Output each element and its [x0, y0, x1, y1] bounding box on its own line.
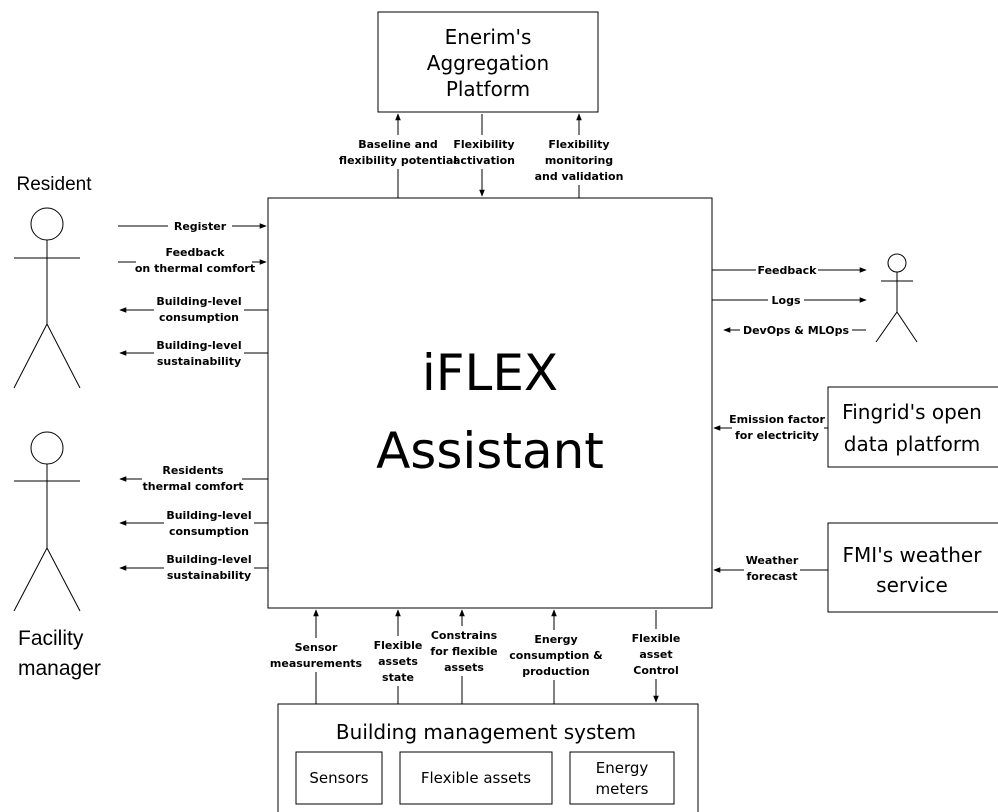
constraints-label-2: for flexible: [430, 645, 497, 658]
energy-cons-label-3: production: [522, 665, 590, 678]
iflex-title-line1: iFLEX: [422, 344, 558, 402]
baseline-label-2: flexibility potential: [339, 154, 457, 167]
weather-label-2: forecast: [747, 570, 798, 583]
enerim-line1: Enerim's: [445, 25, 532, 49]
res-sustainability-label-2: sustainability: [157, 355, 241, 368]
emission-label-2: for electricity: [735, 429, 819, 442]
bms-title: Building management system: [336, 720, 636, 744]
flexible-assets-label: Flexible assets: [421, 769, 531, 787]
fm-thermal-label-2: thermal comfort: [142, 480, 243, 493]
feedback-thermal-label-2: on thermal comfort: [135, 262, 255, 275]
fingrid-line2: data platform: [844, 432, 980, 456]
fm-sustainability-label-1: Building-level: [166, 553, 251, 566]
facility-manager-stick-figure: [13, 431, 81, 612]
energy-meters-label-1: Energy: [596, 759, 649, 777]
constraints-label-3: assets: [444, 661, 484, 674]
energy-cons-label-1: Energy: [534, 633, 577, 646]
weather-label-1: Weather: [746, 554, 799, 567]
flex-state-label-1: Flexible: [374, 639, 423, 652]
fingrid-platform-box: [827, 386, 998, 468]
logs-label: Logs: [772, 294, 801, 307]
baseline-label-1: Baseline and: [358, 138, 438, 151]
res-consumption-label-1: Building-level: [156, 295, 241, 308]
sensor-meas-label-1: Sensor: [295, 641, 338, 654]
flex-control-label-3: Control: [633, 664, 678, 677]
fm-thermal-label-1: Residents: [162, 464, 224, 477]
register-label: Register: [174, 220, 227, 233]
activation-label-2: activation: [453, 154, 515, 167]
facility-manager-label-2: manager: [18, 657, 101, 680]
flex-control-label-2: asset: [639, 648, 672, 661]
emission-label-1: Emission factor: [729, 413, 825, 426]
facility-manager-label-1: Facility: [18, 627, 84, 650]
resident-stick-figure: [13, 207, 81, 389]
iflex-title-line2: Assistant: [376, 422, 604, 480]
fmi-line2: service: [876, 573, 948, 597]
energy-cons-label-2: consumption &: [509, 649, 603, 662]
activation-label-1: Flexibility: [453, 138, 514, 151]
sensors-label: Sensors: [309, 769, 368, 787]
fmi-line1: FMI's weather: [843, 543, 983, 567]
monitoring-label-3: and validation: [535, 170, 624, 183]
energy-meters-label-2: meters: [596, 780, 649, 798]
enerim-line2: Aggregation: [427, 51, 549, 75]
fmi-weather-box: [827, 522, 998, 613]
res-consumption-label-2: consumption: [159, 311, 239, 324]
monitoring-label-2: monitoring: [545, 154, 613, 167]
enerim-line3: Platform: [446, 77, 530, 101]
flexible-assets-box: [399, 751, 553, 805]
fm-sustainability-label-2: sustainability: [167, 569, 251, 582]
flex-state-label-3: state: [382, 671, 414, 684]
devops-label: DevOps & MLOps: [743, 324, 850, 337]
fm-consumption-label-1: Building-level: [166, 509, 251, 522]
developer-stick-figure: [875, 253, 918, 343]
energy-meters-box: [569, 751, 675, 805]
constraints-label-1: Constrains: [431, 629, 498, 642]
sensor-meas-label-2: measurements: [270, 657, 363, 670]
enerim-platform-box: [377, 11, 599, 113]
flex-control-label-1: Flexible: [632, 632, 681, 645]
res-sustainability-label-1: Building-level: [156, 339, 241, 352]
iflex-assistant-box: [267, 197, 713, 609]
sensors-box: [295, 751, 383, 805]
monitoring-label-1: Flexibility: [548, 138, 609, 151]
fingrid-line1: Fingrid's open: [842, 400, 982, 424]
feedback-thermal-label-1: Feedback: [166, 246, 226, 259]
flex-state-label-2: assets: [378, 655, 418, 668]
feedback-label: Feedback: [758, 264, 818, 277]
fm-consumption-label-2: consumption: [169, 525, 249, 538]
resident-label: Resident: [17, 174, 93, 195]
